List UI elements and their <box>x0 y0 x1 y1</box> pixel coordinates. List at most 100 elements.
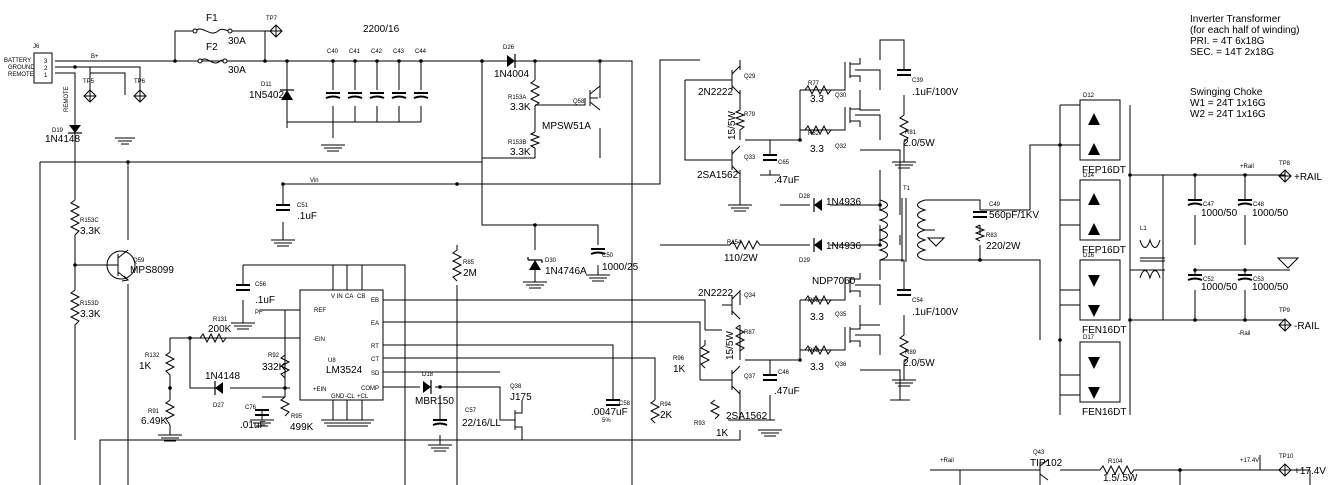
cap-c53 <box>1237 274 1253 281</box>
cap-c48 <box>1237 199 1253 206</box>
diode-d18: D18 MBR150 <box>415 372 454 407</box>
choke-l1: L1 <box>1139 226 1165 280</box>
svg-text:GND: GND <box>331 394 345 400</box>
svg-text:C43: C43 <box>393 49 405 55</box>
ground-symbols <box>115 137 1300 452</box>
svg-text:Q30: Q30 <box>835 93 847 99</box>
small-plus-rail-2: +Rail <box>940 458 954 464</box>
plus-rail-label: +RAIL <box>1294 172 1323 183</box>
svg-text:2SA1562: 2SA1562 <box>726 411 768 422</box>
svg-text:D18: D18 <box>422 372 434 378</box>
cap-c76 <box>255 409 269 416</box>
svg-text:MPSW51A: MPSW51A <box>542 121 591 132</box>
resistor-r132 <box>164 351 176 376</box>
svg-text:.01uF: .01uF <box>240 420 266 431</box>
svg-text:D12: D12 <box>1083 93 1095 99</box>
svg-text:CA: CA <box>345 294 353 300</box>
svg-text:1N4936: 1N4936 <box>826 197 861 208</box>
svg-text:.1uF: .1uF <box>255 295 275 306</box>
tp9: TP9 -RAIL <box>1278 308 1320 332</box>
cap-c57 <box>432 419 448 426</box>
svg-text:2.0/5W: 2.0/5W <box>903 138 935 149</box>
svg-text:U8: U8 <box>328 358 336 364</box>
mosfet-q32 <box>844 103 861 127</box>
tp6: TP6 <box>133 79 147 103</box>
bulk-cap-value: 2200/16 <box>363 24 400 35</box>
svg-text:3.3K: 3.3K <box>510 102 531 113</box>
bridge-d17: D17 FEN16DT <box>1079 335 1126 418</box>
svg-text:R83: R83 <box>986 233 998 239</box>
mosfet-q30 <box>844 58 861 82</box>
resistor-r77 <box>800 84 845 96</box>
j6-pin-battery: BATTERY <box>4 58 31 64</box>
svg-text:FEN16DT: FEN16DT <box>1082 407 1126 418</box>
svg-text:2M: 2M <box>463 268 477 279</box>
svg-text:200K: 200K <box>208 324 232 335</box>
svg-text:2SA1562: 2SA1562 <box>697 170 739 181</box>
j6-pin-ground: GROUND <box>8 65 35 71</box>
transistor-q58 <box>589 85 601 111</box>
svg-text:FEN16DT: FEN16DT <box>1082 325 1126 336</box>
svg-text:1000/50: 1000/50 <box>1201 208 1238 219</box>
v174-label: +17.4V <box>1294 466 1326 477</box>
svg-text:499K: 499K <box>290 422 314 433</box>
resistor-r79 <box>734 109 746 131</box>
resistor-r91 <box>164 399 176 426</box>
svg-text:D17: D17 <box>1083 335 1095 341</box>
svg-text:.0047uF: .0047uF <box>591 407 628 418</box>
svg-text:15/5W: 15/5W <box>725 331 736 360</box>
svg-text:C56: C56 <box>255 282 267 288</box>
small-plus-rail: +Rail <box>1240 164 1254 170</box>
cap-c65 <box>763 154 777 161</box>
resistor-r153c <box>69 199 81 238</box>
svg-text:.1uF/100V: .1uF/100V <box>912 307 958 318</box>
svg-text:1000/25: 1000/25 <box>602 262 639 273</box>
j6-pin2: 2 <box>44 66 48 72</box>
cap-c42 <box>369 92 385 99</box>
cap-c49 <box>973 211 987 218</box>
jfet-q38 <box>500 400 523 440</box>
svg-text:R85: R85 <box>463 260 475 266</box>
resistor-r153b <box>529 131 541 149</box>
cap-c52 <box>1187 274 1203 281</box>
resistor-r93 <box>709 399 721 420</box>
svg-text:D16: D16 <box>1083 253 1095 259</box>
svg-text:C51: C51 <box>297 203 309 209</box>
svg-text:PRI. = 4T 6x18G: PRI. = 4T 6x18G <box>1190 36 1265 47</box>
mosfet-q36 <box>844 323 861 347</box>
svg-text:3.3K: 3.3K <box>510 147 531 158</box>
svg-text:C58: C58 <box>619 401 631 407</box>
svg-text:(for each half of winding): (for each half of winding) <box>1190 25 1300 36</box>
tp10: TP10 +17.4V <box>1278 454 1326 477</box>
cap-c44 <box>413 92 429 99</box>
svg-text:SD: SD <box>371 371 380 377</box>
svg-text:EA: EA <box>371 321 379 327</box>
svg-text:1N4746A: 1N4746A <box>545 266 587 277</box>
svg-text:15/5W: 15/5W <box>727 111 738 140</box>
small-174: +17.4V <box>1240 458 1259 464</box>
ic-u8: REF V IN CA CB EB EA RT CT SD COMP -EIN … <box>299 289 384 401</box>
cap-c58 <box>606 399 620 406</box>
resistor-r96 <box>699 340 711 369</box>
svg-text:Swinging Choke: Swinging Choke <box>1190 87 1263 98</box>
diode-d27: 1N4148 D27 <box>205 371 240 409</box>
f2-value: 30A <box>228 65 246 76</box>
j6-pin-remote: REMOTE <box>8 72 34 78</box>
svg-text:D26: D26 <box>503 45 515 51</box>
svg-text:3.3K: 3.3K <box>80 226 101 237</box>
diode-d29: D29 1N4936 <box>799 238 861 264</box>
cap-c41 <box>347 92 363 99</box>
svg-text:D29: D29 <box>799 258 811 264</box>
bplus-label: B+ <box>91 54 99 60</box>
svg-text:R77: R77 <box>808 81 820 87</box>
svg-text:R88: R88 <box>808 348 820 354</box>
svg-text:Q37: Q37 <box>744 374 756 380</box>
svg-text:R96: R96 <box>673 356 685 362</box>
svg-text:TP9: TP9 <box>1279 308 1291 314</box>
svg-text:TP8: TP8 <box>1279 161 1291 167</box>
svg-text:1000/50: 1000/50 <box>1252 282 1289 293</box>
svg-text:R153B: R153B <box>508 140 526 146</box>
cap-c47 <box>1187 199 1203 206</box>
capacitors <box>236 69 1253 426</box>
svg-text:R93: R93 <box>694 421 706 427</box>
